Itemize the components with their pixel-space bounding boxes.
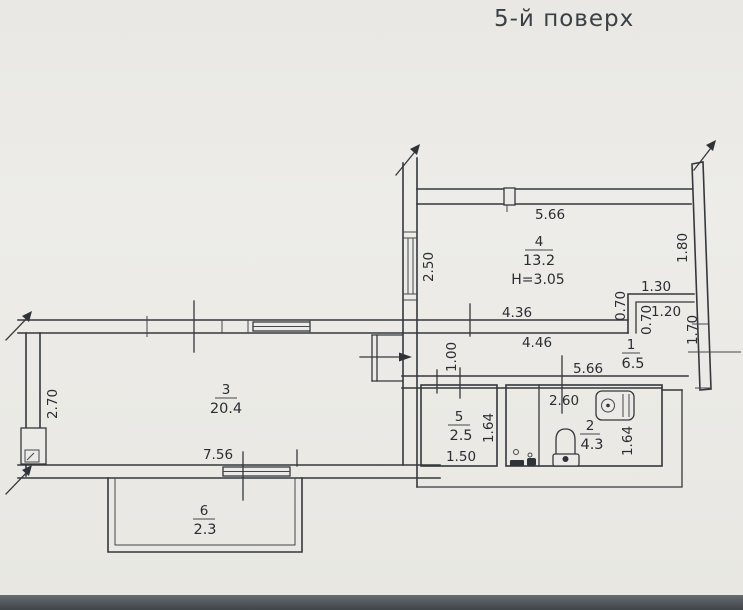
room-1-label: 1 6.5 [621,337,644,372]
dim-hall-lower: 4.46 [522,335,552,351]
dim-room4-top: 5.66 [535,207,565,223]
room-area: 2.3 [193,522,216,538]
outer-walls [5,140,741,495]
dim-niche-top: 1.30 [641,279,671,295]
room-2-label: 2 4.3 [580,418,604,453]
room-6-label: 6 2.3 [193,503,217,538]
dim-niche-right: 0.70 [639,305,655,335]
entry-arrow-icon [359,352,412,362]
entry-landing [371,334,403,382]
room-number: 2 [586,418,595,434]
dim-room2-depth: 1.64 [620,426,636,456]
wall-break-icon [395,144,420,176]
dim-room5-depth: 1.64 [481,413,497,443]
dim-room5-width: 1.50 [446,449,476,465]
room-number: 1 [627,337,636,353]
room-area: 13.2 [523,253,555,269]
room-5-label: 5 2.5 [448,409,473,444]
floor-title: 5-й поверх [494,6,635,32]
dimension-labels: 5.66 2.50 1.80 1.30 0.70 1.20 0.70 1.70 … [45,207,701,465]
dim-room2-width: 2.60 [549,393,579,409]
dim-entry: 1.00 [444,342,460,372]
room-3-label: 3 20.4 [210,382,242,417]
room5-walls [420,384,498,467]
dim-niche-width: 1.20 [651,304,681,320]
room-area: 2.5 [449,428,472,444]
room-number: 6 [200,503,209,519]
scan-edge-bar [0,595,743,610]
room-number: 3 [222,382,231,398]
room-number: 5 [455,409,464,425]
room-area: 6.5 [621,356,644,372]
radiator-icon [20,427,47,465]
dim-hall-upper: 4.36 [502,305,532,321]
room-number: 4 [535,234,544,250]
room-height-note: H=3.05 [511,272,564,288]
wall-break-icon [5,465,32,495]
room4-window [403,237,417,295]
hall-niche [627,293,695,334]
sink-icon [510,449,536,466]
room-area: 4.3 [580,437,603,453]
toilet-icon [552,428,580,467]
dim-room3-left: 2.70 [45,389,61,419]
interior-walls [17,293,695,501]
wall-break-icon [5,311,32,341]
washing-machine-icon [595,390,635,421]
dim-right-lower: 1.70 [685,315,701,345]
dim-lower-section: 5.66 [573,361,603,377]
balcony-outline [107,477,303,553]
dim-room3-bottom: 7.56 [203,447,233,463]
room2-walls [505,384,663,467]
dim-niche-left: 0.70 [613,291,629,321]
wall-break-icon [693,140,716,171]
room3-bottom-window [222,466,291,477]
room-4-label: 4 13.2 H=3.05 [511,234,564,288]
room3-top-window [252,321,311,332]
dim-room4-right: 1.80 [675,233,691,263]
dim-room4-left: 2.50 [421,252,437,282]
room-area: 20.4 [210,401,242,417]
top-wall-door-icon [503,187,516,212]
